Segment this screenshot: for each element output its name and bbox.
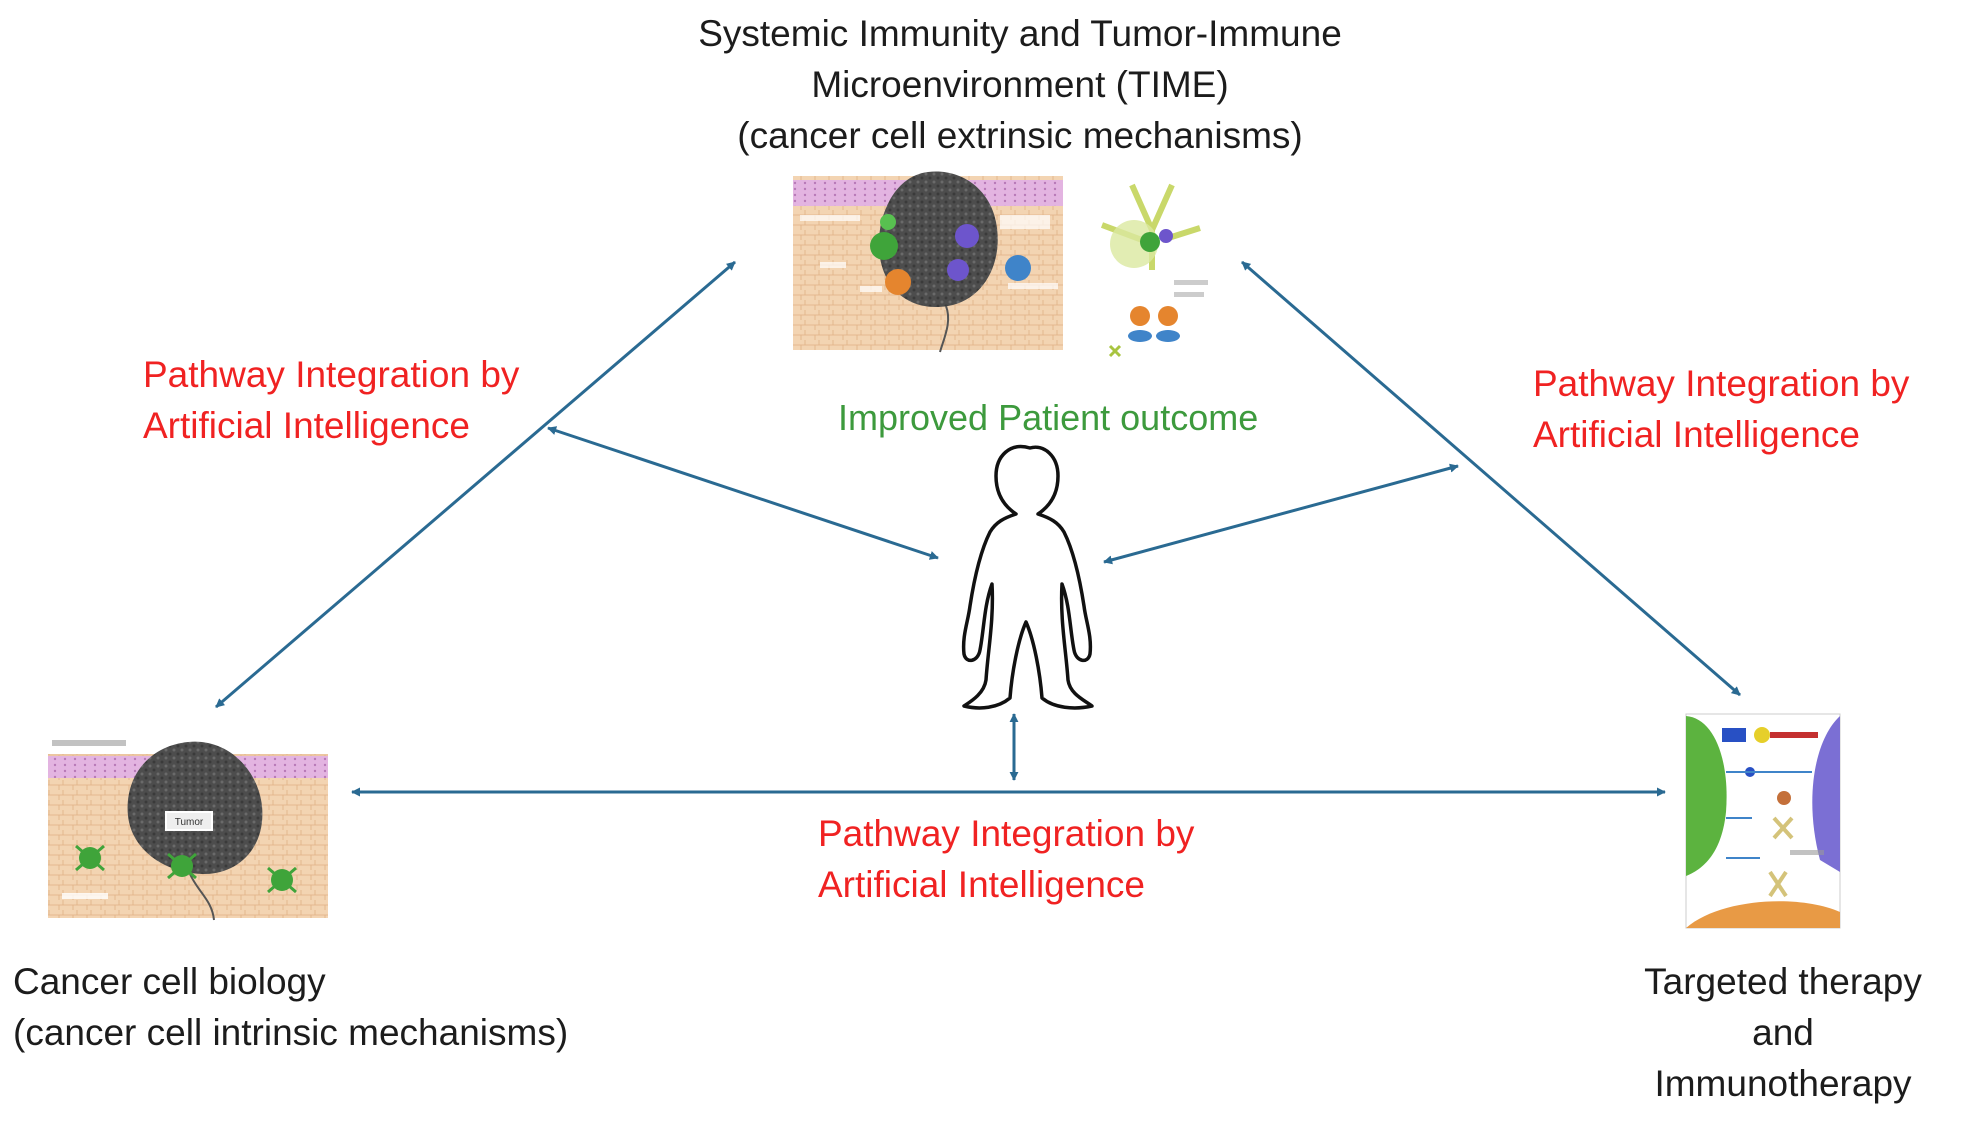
arrow-left-ai-to-patient [547, 426, 939, 560]
ai-label-right-line-2: Artificial Intelligence [1533, 414, 1860, 455]
ai-label-bottom-line-1: Pathway Integration by [818, 813, 1195, 854]
top-node-line-3: (cancer cell extrinsic mechanisms) [737, 115, 1303, 156]
right-node-line-1: Targeted therapy [1644, 961, 1922, 1002]
right-node-label: Targeted therapy and Immunotherapy [1608, 956, 1958, 1109]
arrow-top-left [215, 260, 736, 709]
ai-label-left-line-2: Artificial Intelligence [143, 405, 470, 446]
right-node-line-3: Immunotherapy [1654, 1063, 1912, 1104]
ai-label-bottom-line-2: Artificial Intelligence [818, 864, 1145, 905]
top-node-label: Systemic Immunity and Tumor-Immune Micro… [620, 8, 1420, 161]
top-node-line-1: Systemic Immunity and Tumor-Immune [698, 13, 1342, 54]
left-node-line-1: Cancer cell biology [13, 961, 326, 1002]
left-node-label: Cancer cell biology (cancer cell intrins… [13, 956, 568, 1058]
right-node-line-2: and [1752, 1012, 1814, 1053]
ai-label-right: Pathway Integration by Artificial Intell… [1533, 358, 1909, 460]
top-node-line-2: Microenvironment (TIME) [811, 64, 1229, 105]
improved-outcome-label: Improved Patient outcome [838, 397, 1259, 438]
ai-label-bottom: Pathway Integration by Artificial Intell… [818, 808, 1194, 910]
left-node-line-2: (cancer cell intrinsic mechanisms) [13, 1012, 569, 1053]
ai-label-right-line-1: Pathway Integration by [1533, 363, 1910, 404]
arrow-right-ai-to-patient [1103, 463, 1459, 565]
ai-label-left-line-1: Pathway Integration by [143, 354, 520, 395]
arrow-top-right [1241, 260, 1741, 697]
ai-label-left: Pathway Integration by Artificial Intell… [143, 349, 519, 451]
